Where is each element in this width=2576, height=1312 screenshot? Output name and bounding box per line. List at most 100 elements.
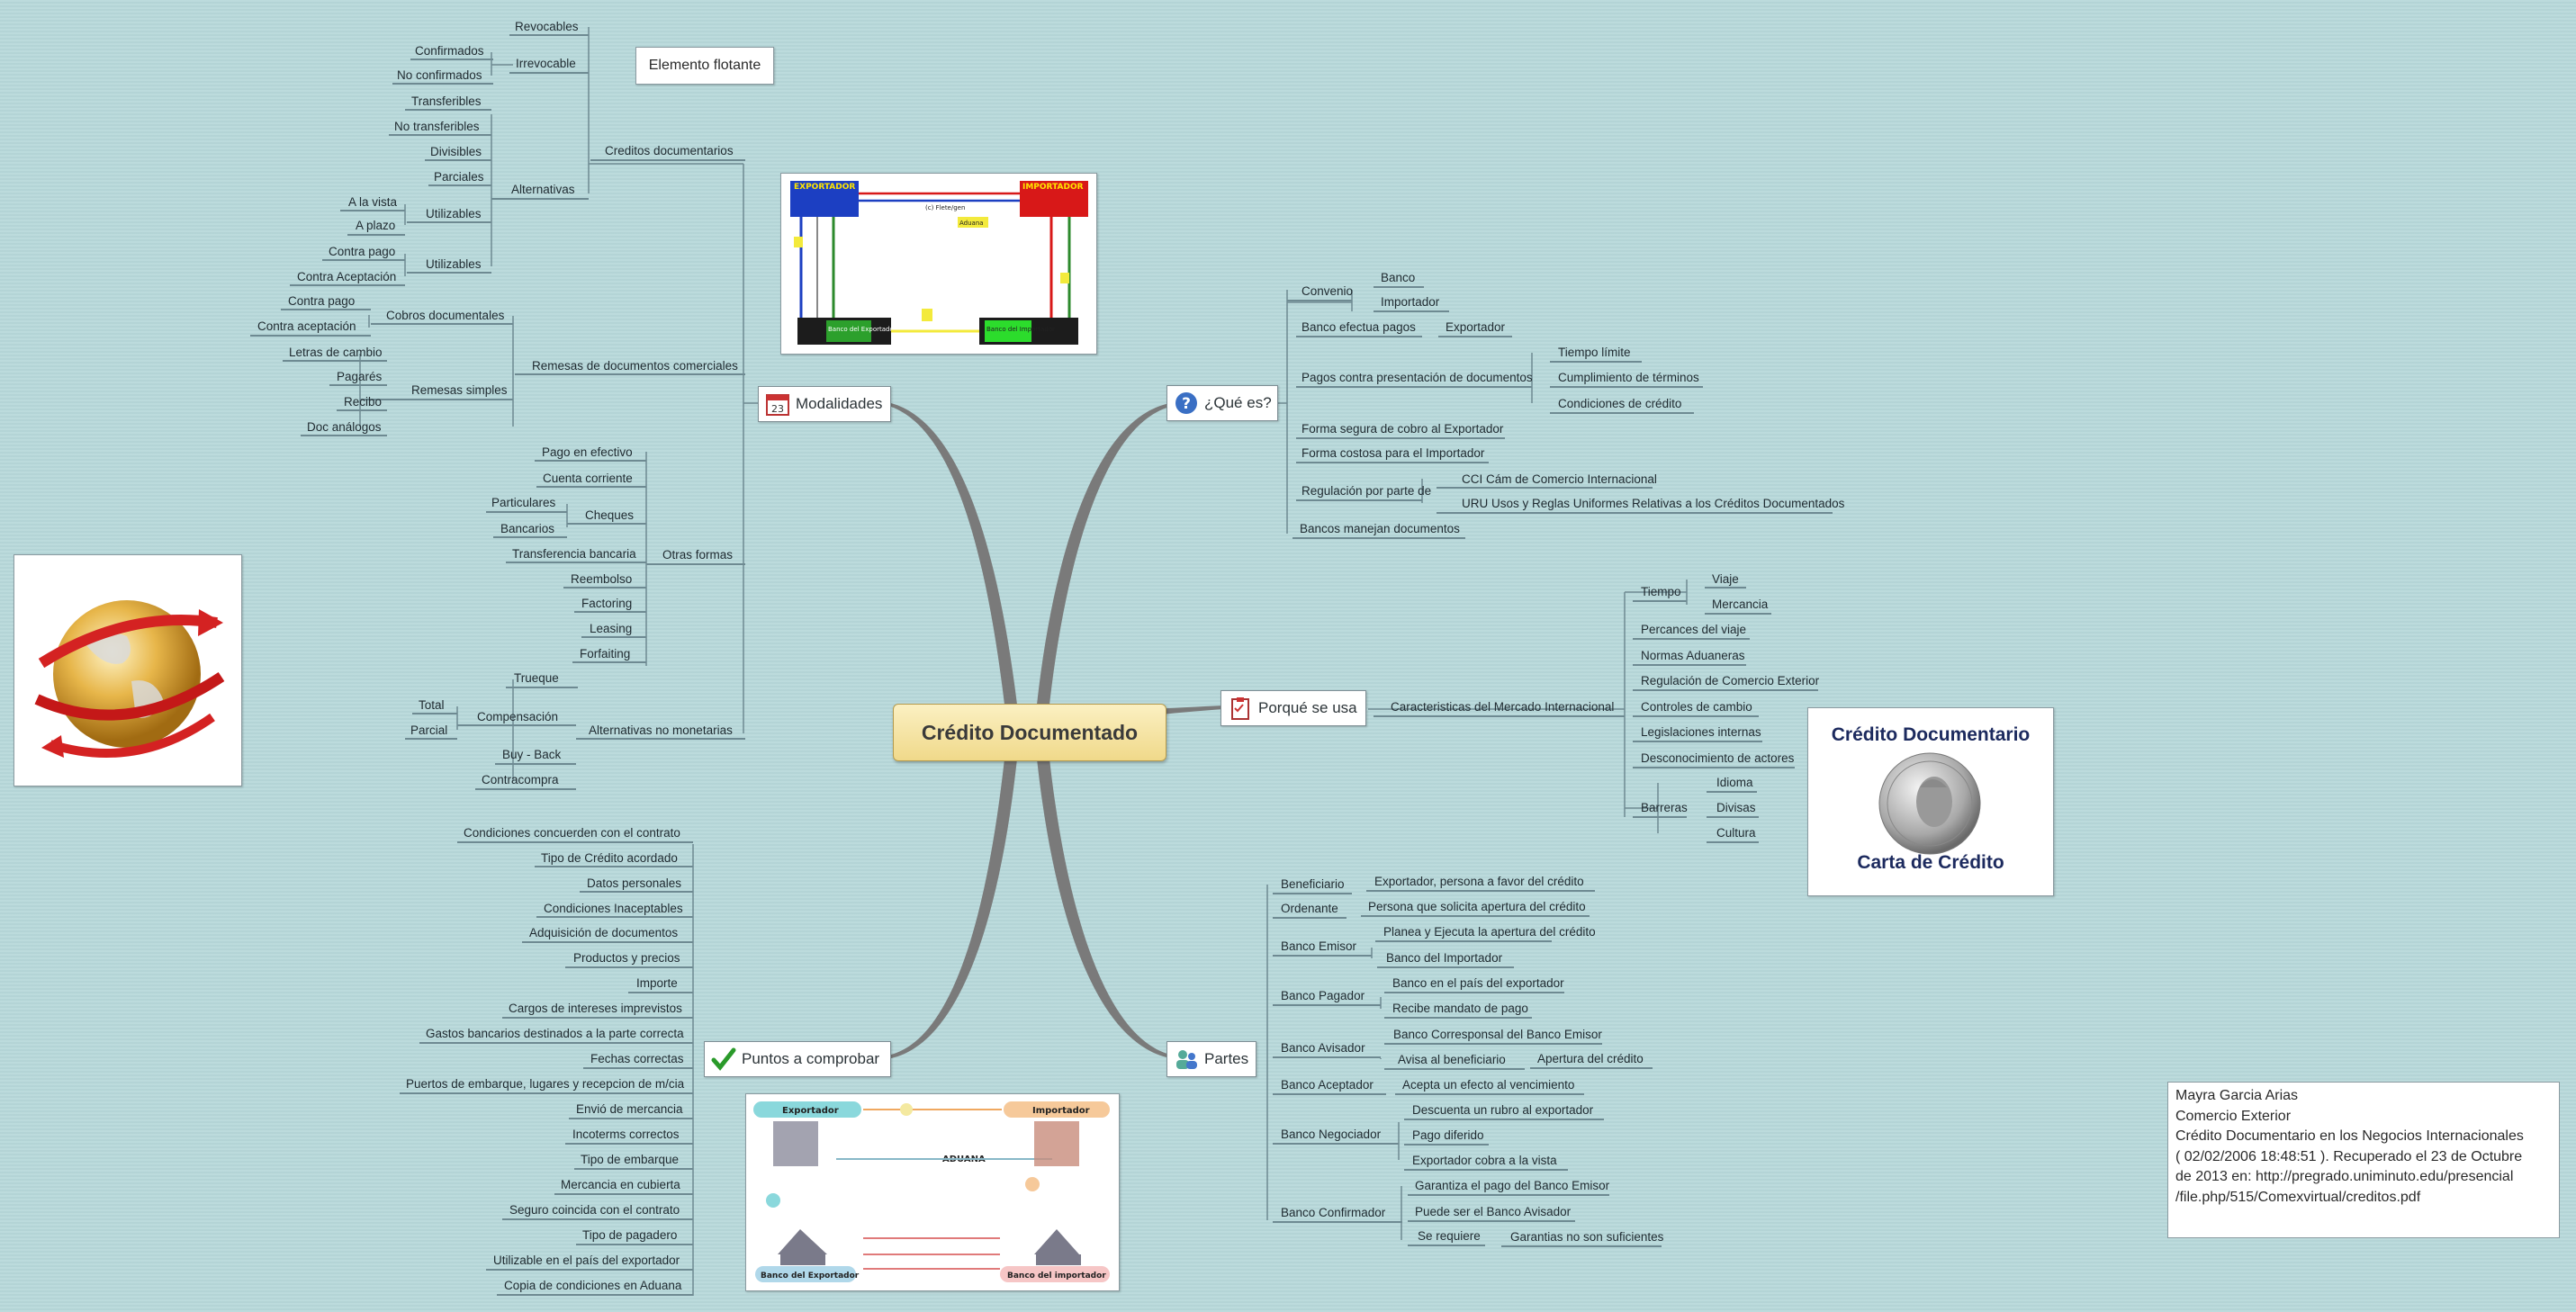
node-compensacion[interactable]: Compensación: [477, 710, 559, 723]
node-a-plazo[interactable]: A plazo: [356, 219, 396, 232]
node-puntos-8[interactable]: Cargos de intereses imprevistos: [509, 1002, 682, 1015]
node-puntos-5[interactable]: Adquisición de documentos: [529, 926, 679, 939]
node-regulacion-ce[interactable]: Regulación de Comercio Exterior: [1641, 674, 1820, 687]
node-aceptador-1[interactable]: Acepta un efecto al vencimiento: [1402, 1078, 1575, 1092]
node-emisor-1[interactable]: Planea y Ejecuta la apertura del crédito: [1383, 925, 1596, 939]
node-alternativas-no-monetarias[interactable]: Alternativas no monetarias: [589, 723, 733, 737]
node-utilizables-2[interactable]: Utilizables: [426, 257, 482, 271]
node-regulacion-por[interactable]: Regulación por parte de: [1302, 484, 1432, 498]
node-beneficiario[interactable]: Beneficiario: [1281, 877, 1345, 891]
topic-que-es[interactable]: ? ¿Qué es?: [1166, 385, 1278, 421]
node-parcial[interactable]: Parcial: [410, 723, 448, 737]
node-tiempo-limite[interactable]: Tiempo límite: [1558, 346, 1631, 359]
node-transferibles[interactable]: Transferibles: [411, 94, 482, 108]
node-transferencia[interactable]: Transferencia bancaria: [512, 547, 636, 561]
node-banco-avisador[interactable]: Banco Avisador: [1281, 1041, 1365, 1055]
node-puntos-7[interactable]: Importe: [636, 976, 678, 990]
node-cultura[interactable]: Cultura: [1716, 826, 1756, 840]
node-exportador[interactable]: Exportador: [1446, 320, 1506, 334]
node-uru[interactable]: URU Usos y Reglas Uniformes Relativas a …: [1462, 497, 1845, 510]
node-ordenante[interactable]: Ordenante: [1281, 902, 1338, 915]
node-total[interactable]: Total: [419, 698, 445, 712]
node-puntos-15[interactable]: Mercancia en cubierta: [561, 1178, 680, 1191]
node-irrevocable[interactable]: Irrevocable: [516, 57, 576, 70]
node-banco-aceptador[interactable]: Banco Aceptador: [1281, 1078, 1374, 1092]
node-forfaiting[interactable]: Forfaiting: [580, 647, 631, 660]
node-cuenta-corriente[interactable]: Cuenta corriente: [543, 472, 633, 485]
node-conf-3[interactable]: Se requiere: [1418, 1229, 1481, 1243]
node-puntos-16[interactable]: Seguro coincida con el contrato: [509, 1203, 680, 1217]
node-banco-confirmador[interactable]: Banco Confirmador: [1281, 1206, 1386, 1219]
node-avisador-1[interactable]: Banco Corresponsal del Banco Emisor: [1393, 1028, 1602, 1041]
node-puntos-2[interactable]: Tipo de Crédito acordado: [541, 851, 678, 865]
node-cobros[interactable]: Cobros documentales: [386, 309, 505, 322]
node-alternativas[interactable]: Alternativas: [511, 183, 575, 196]
node-puntos-12[interactable]: Envió de mercancia: [576, 1102, 683, 1116]
node-puntos-19[interactable]: Copia de condiciones en Aduana: [504, 1279, 682, 1292]
node-puntos-18[interactable]: Utilizable en el país del exportador: [493, 1254, 680, 1267]
node-benef-desc[interactable]: Exportador, persona a favor del crédito: [1374, 875, 1584, 888]
node-banco-negociador[interactable]: Banco Negociador: [1281, 1128, 1382, 1141]
node-contra-aceptacion-2[interactable]: Contra aceptación: [257, 319, 356, 333]
node-controles[interactable]: Controles de cambio: [1641, 700, 1752, 714]
node-forma-costosa[interactable]: Forma costosa para el Importador: [1302, 446, 1485, 460]
node-forma-segura[interactable]: Forma segura de cobro al Exportador: [1302, 422, 1504, 436]
node-puntos-4[interactable]: Condiciones Inaceptables: [544, 902, 683, 915]
node-conf-2[interactable]: Puede ser el Banco Avisador: [1415, 1205, 1572, 1218]
node-utilizables-1[interactable]: Utilizables: [426, 207, 482, 220]
topic-puntos[interactable]: Puntos a comprobar: [704, 1041, 891, 1077]
node-idioma[interactable]: Idioma: [1716, 776, 1753, 789]
node-contra-aceptacion-1[interactable]: Contra Aceptación: [297, 270, 397, 283]
node-banco-pagador[interactable]: Banco Pagador: [1281, 989, 1365, 1002]
node-a-la-vista[interactable]: A la vista: [348, 195, 398, 209]
node-contra-pago-2[interactable]: Contra pago: [288, 294, 356, 308]
node-tiempo[interactable]: Tiempo: [1641, 585, 1681, 598]
node-contracompra[interactable]: Contracompra: [482, 773, 559, 786]
node-leasing[interactable]: Leasing: [590, 622, 633, 635]
node-otras-formas[interactable]: Otras formas: [662, 548, 734, 562]
node-orden-desc[interactable]: Persona que solicita apertura del crédit…: [1368, 900, 1586, 913]
node-parciales[interactable]: Parciales: [434, 170, 484, 184]
node-viaje[interactable]: Viaje: [1712, 572, 1739, 586]
node-neg-3[interactable]: Exportador cobra a la vista: [1412, 1154, 1557, 1167]
node-normas[interactable]: Normas Aduaneras: [1641, 649, 1745, 662]
node-puntos-6[interactable]: Productos y precios: [573, 951, 680, 965]
node-letras[interactable]: Letras de cambio: [289, 346, 383, 359]
node-mercancia[interactable]: Mercancia: [1712, 598, 1769, 611]
node-confirmados[interactable]: Confirmados: [415, 44, 484, 58]
node-puntos-14[interactable]: Tipo de embarque: [581, 1153, 680, 1166]
node-no-transferibles[interactable]: No transferibles: [394, 120, 480, 133]
topic-modalidades[interactable]: 23 Modalidades: [758, 386, 891, 422]
node-garantias[interactable]: Garantias no son suficientes: [1510, 1230, 1664, 1244]
node-revocables[interactable]: Revocables: [515, 20, 579, 33]
node-puntos-1[interactable]: Condiciones concuerden con el contrato: [464, 826, 680, 840]
central-topic[interactable]: Crédito Documentado: [893, 704, 1166, 761]
node-puntos-17[interactable]: Tipo de pagadero: [582, 1228, 678, 1242]
node-no-confirmados[interactable]: No confirmados: [397, 68, 482, 82]
node-desconocimiento[interactable]: Desconocimiento de actores: [1641, 751, 1795, 765]
node-banco-efectua[interactable]: Banco efectua pagos: [1302, 320, 1416, 334]
node-contra-pago-1[interactable]: Contra pago: [329, 245, 396, 258]
node-pagares[interactable]: Pagarés: [337, 370, 383, 383]
node-banco[interactable]: Banco: [1381, 271, 1416, 284]
node-bancos-manejan[interactable]: Bancos manejan documentos: [1300, 522, 1460, 535]
node-cumplimiento[interactable]: Cumplimiento de términos: [1558, 371, 1699, 384]
node-banco-emisor[interactable]: Banco Emisor: [1281, 939, 1357, 953]
node-importador[interactable]: Importador: [1381, 295, 1440, 309]
node-remesas[interactable]: Remesas de documentos comerciales: [532, 359, 738, 373]
node-convenio[interactable]: Convenio: [1302, 284, 1354, 298]
node-pagador-1[interactable]: Banco en el país del exportador: [1392, 976, 1564, 990]
node-caracteristicas[interactable]: Caracteristicas del Mercado Internaciona…: [1391, 700, 1615, 714]
node-avisador-2[interactable]: Avisa al beneficiario: [1398, 1053, 1506, 1066]
node-trueque[interactable]: Trueque: [514, 671, 559, 685]
node-neg-1[interactable]: Descuenta un rubro al exportador: [1412, 1103, 1594, 1117]
node-divisas[interactable]: Divisas: [1716, 801, 1756, 814]
node-bancarios[interactable]: Bancarios: [500, 522, 555, 535]
node-cci[interactable]: CCI Cám de Comercio Internacional: [1462, 472, 1657, 486]
node-puntos-13[interactable]: Incoterms correctos: [572, 1128, 680, 1141]
node-percances[interactable]: Percances del viaje: [1641, 623, 1747, 636]
node-factoring[interactable]: Factoring: [581, 597, 633, 610]
node-cheques[interactable]: Cheques: [585, 508, 635, 522]
node-pago-efectivo[interactable]: Pago en efectivo: [542, 445, 633, 459]
node-legislaciones[interactable]: Legislaciones internas: [1641, 725, 1761, 739]
